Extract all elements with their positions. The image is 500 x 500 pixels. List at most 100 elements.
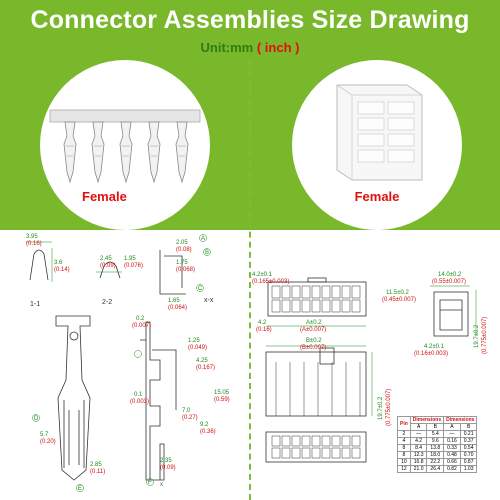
center-divider [249,60,251,500]
table-cell: 0.54 [459,444,478,452]
housing-label: Female Housing [312,188,442,224]
dim-h-19-7-front-inch: (0.775±0.007) [386,389,392,426]
table-header-row: Pin Dimensions Dimensions [397,416,478,431]
table-sub-a-mm: A [409,423,428,431]
dim-5-7: 5.7 [40,432,49,438]
table-sub-b-mm: B [426,423,445,431]
marker-b: B [205,250,209,256]
dim-1-65: 1.65 [168,298,180,304]
table-cell: 8 [397,444,411,452]
terminal-1 [63,121,77,184]
terminal-front-view [55,315,91,481]
caption-1-1: 1-1 [30,301,40,308]
terminal-side-view [145,321,165,481]
dim-3-6-inch: (0.14) [54,267,70,273]
table-cell: 12 [397,465,411,473]
table-cell: 0.82 [443,465,461,473]
table-cell: 4 [397,437,411,445]
dim-1-95-inch: (0.076) [124,263,143,269]
page-title: Connector Assemblies Size Drawing [30,6,470,34]
table-cell: 0.87 [459,458,478,466]
dim-h-4-2-inch: (0.16) [256,327,272,333]
dim-h-14-0-inch: (0.55±0.007) [432,279,466,285]
table-cell: 2 [397,430,411,438]
table-cell: 1.03 [459,465,478,473]
table-row: 2—5.4—0.21 [397,430,478,438]
table-cell: 0.37 [459,437,478,445]
dim-h-11-5-inch: (0.45±0.007) [382,297,416,303]
terminals-label-rest: Crimp [126,189,168,204]
dim-1-25-inch: (0.049) [188,345,207,351]
marker-f: F [148,480,152,486]
dim-h-b: B±0.2 [306,338,322,344]
section-1-1-shape [29,249,49,281]
terminals-photo-circle [40,60,210,230]
dim-2-85: 2.85 [90,462,102,468]
marker-x: x [160,482,163,488]
unit-label: Unit:mm ( inch ) [0,40,500,55]
dim-2-45: 2.45 [100,256,112,262]
dim-h-4-2: 4.2 [258,320,267,326]
table-cell: 0.70 [459,451,478,459]
technical-drawing: 3.95 (0.16) 3.6 (0.14) 2.45 (0.09) 1.95 … [26,234,488,492]
table-sub-a-inch: A [443,423,461,431]
dim-h-4-2-pitch-inch: (0.165±0.003) [252,279,289,285]
table-cell: 0.21 [459,430,478,438]
terminal-4 [147,121,161,184]
housing-photo [336,84,423,181]
dim-h-a-inch: (A±0.007) [300,327,326,333]
table-header-pin: Pin [397,416,411,431]
table-cell: — [443,430,461,438]
dim-h-19-7-side-inch: (0.775±0.007) [482,317,488,354]
dim-3-6: 3.6 [54,260,63,266]
terminals-label-red: Female [82,189,127,204]
table-cell: 0.33 [443,444,461,452]
dim-0-2: 0.2 [136,316,145,322]
dim-h-4-2-b-inch: (0.16±0.003) [414,351,448,357]
dim-h-a: A±0.2 [306,320,322,326]
dim-3-95-inch: (0.16) [26,241,42,247]
caption-x-x: x-x [204,297,214,304]
dim-h-19-7-side: 19.7±0.2 [474,324,480,348]
dim-0-2-inch: (0.007) [132,323,151,329]
dim-2-45-inch: (0.09) [100,263,116,269]
table-cell: — [409,430,428,438]
caption-2-2: 2-2 [102,299,112,306]
table-cell: 18.0 [426,451,445,459]
dim-h-4-2-b: 4.2±0.1 [424,344,445,350]
terminals-label-line2: Terminals [94,207,156,222]
dim-2-85-inch: (0.11) [90,469,105,475]
terminal-2 [91,121,105,184]
table-cell: 13.8 [426,444,445,452]
dim-2-05-inch: (0.08) [176,247,192,253]
marker-e: E [78,486,82,492]
table-cell: 0.48 [443,451,461,459]
table-cell: 5.4 [426,430,445,438]
terminal-5 [175,121,189,184]
table-cell: 16.8 [409,458,428,466]
dim-1-95: 1.95 [124,256,136,262]
table-cell: 21.0 [409,465,428,473]
dim-15-05-inch: (0.59) [214,397,230,403]
housing-top-view [267,281,367,317]
table-cell: 0.66 [443,458,461,466]
marker-c: C [198,286,203,292]
dimensions-table: Pin Dimensions Dimensions A B A B 2—5.4—… [397,416,478,473]
dim-h-19-7-front: 19.7±0.2 [378,396,384,420]
dim-h-14-0: 14.0±0.2 [438,272,462,278]
table-cell: 8 [397,451,411,459]
dim-9-2: 9.2 [200,422,209,428]
dim-2-05: 2.05 [176,240,188,246]
dim-5-7-inch: (0.20) [40,439,56,445]
dim-1-65-inch: (0.064) [168,305,187,311]
housing-side-view [433,291,469,337]
dim-9-2-inch: (0.36) [200,429,216,435]
section-x-x-shape [159,250,186,295]
dim-2-35-inch: (0.09) [160,465,176,471]
table-cell: 0.16 [443,437,461,445]
